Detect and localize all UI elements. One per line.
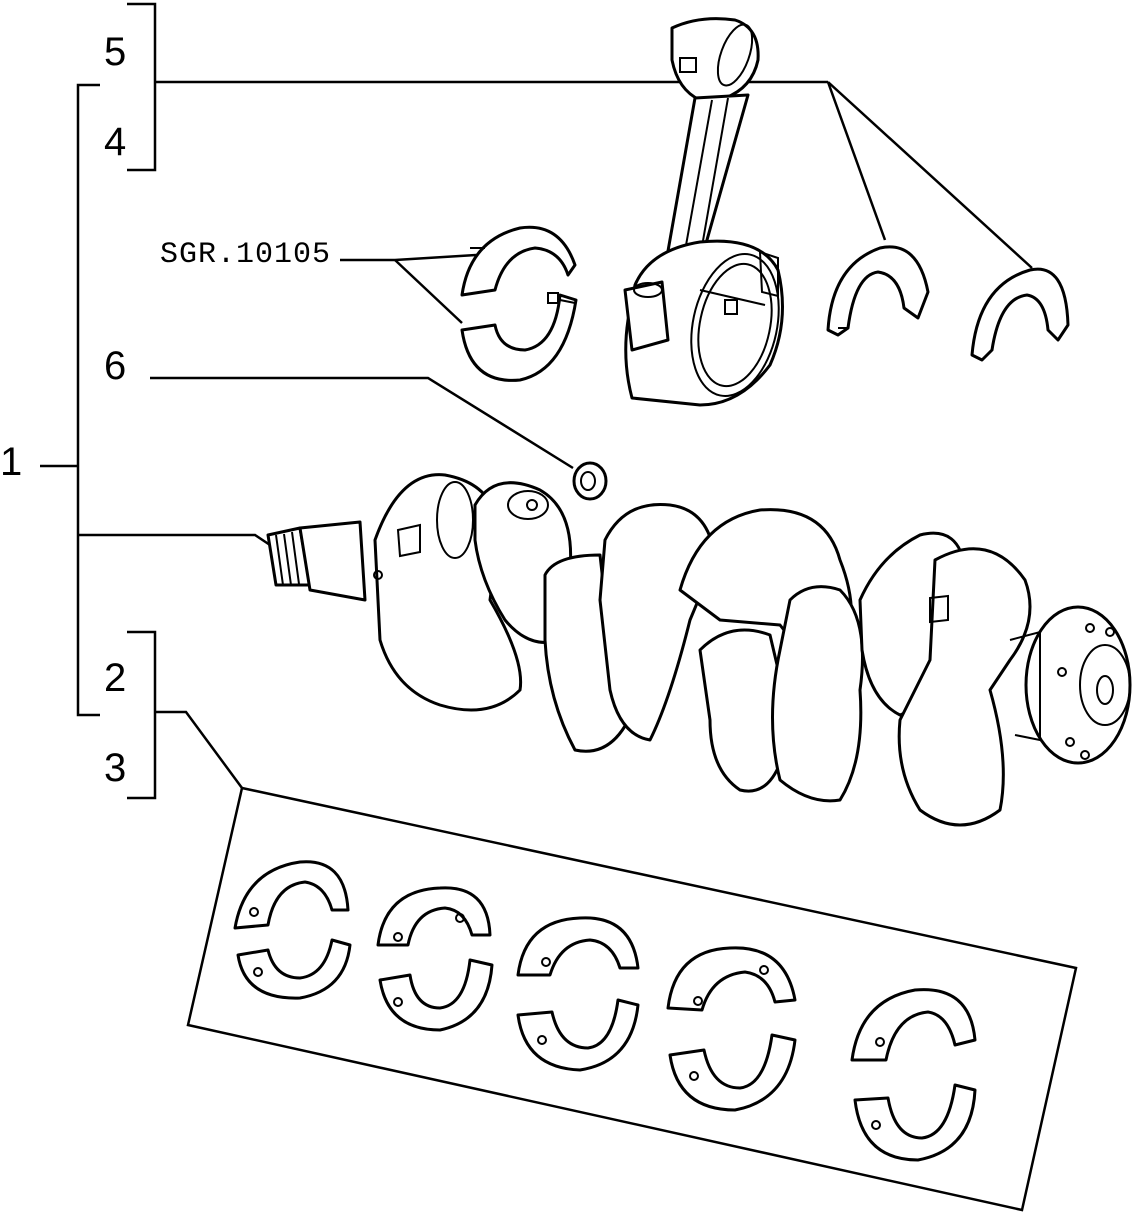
- thrust-washer-left: [826, 245, 930, 337]
- label-ref-code: SGR.10105: [160, 238, 332, 272]
- crankshaft: [266, 473, 1132, 827]
- leader-thrust-left: [826, 81, 887, 241]
- label-item-1: 1: [0, 440, 23, 484]
- leader-crankshaft: [78, 533, 271, 547]
- label-item-5: 5: [104, 30, 127, 74]
- label-item-6: 6: [104, 344, 127, 388]
- nut: [572, 461, 608, 501]
- main-bearing-5: [850, 988, 977, 1162]
- label-item-3: 3: [104, 746, 127, 790]
- label-item-4: 4: [104, 120, 127, 164]
- leader-ref-lower: [394, 259, 463, 324]
- leader-thrust-right: [827, 81, 1033, 269]
- main-bearing-2: [376, 886, 494, 1032]
- bracket-item-4-5: [127, 2, 157, 172]
- leader-item-2-3: [155, 710, 244, 789]
- bracket-item-1: [76, 83, 100, 717]
- main-bearings-box: [186, 786, 1078, 1212]
- conrod-bearing-shells: [460, 225, 578, 382]
- thrust-washer-right: [970, 267, 1070, 362]
- bracket-item-2-3: [127, 630, 157, 800]
- leader-item-6: [150, 376, 574, 470]
- leader-lines: [40, 2, 1033, 800]
- label-item-2: 2: [104, 656, 127, 700]
- main-bearing-3: [516, 916, 640, 1072]
- main-bearing-4: [666, 946, 797, 1112]
- connecting-rod: [623, 17, 784, 407]
- leader-ref-upper: [340, 253, 477, 262]
- main-bearing-1: [233, 860, 352, 1000]
